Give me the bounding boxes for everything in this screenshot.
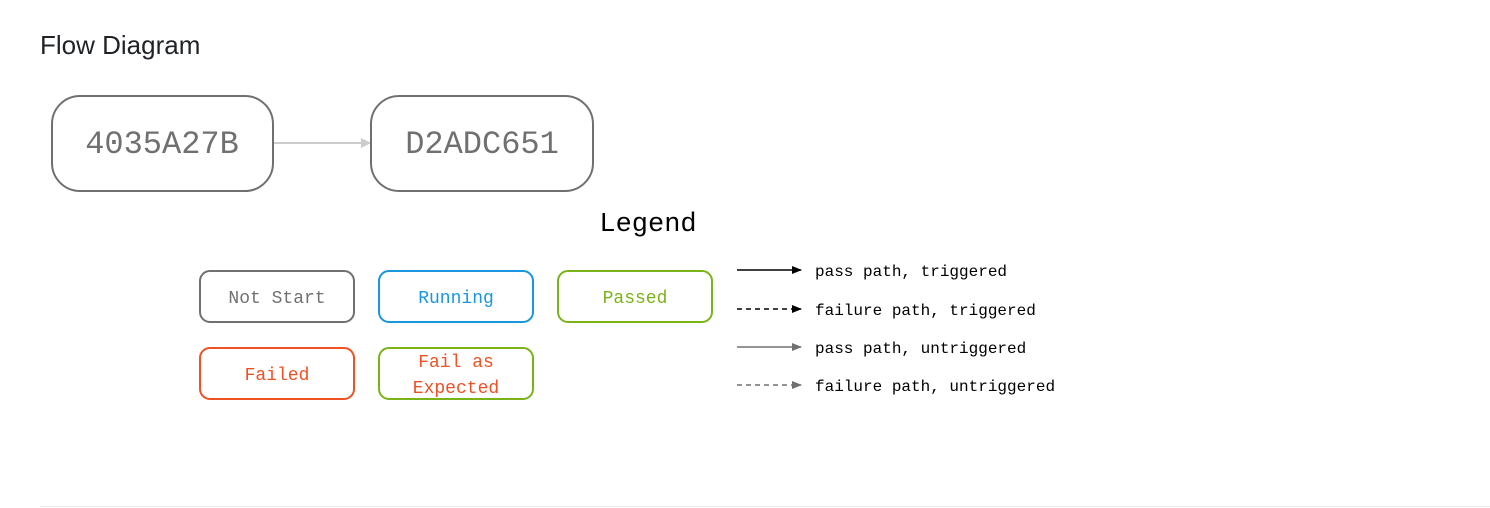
legend-path-pass-untriggered: pass path, untriggered: [737, 340, 1026, 358]
legend-status-running: Running: [378, 270, 534, 323]
legend-status-label: Failed: [245, 366, 310, 386]
legend-status-label-line2: Expected: [413, 379, 499, 399]
legend-status-not-start: Not Start: [199, 270, 355, 323]
legend-path-label: pass path, untriggered: [815, 340, 1026, 358]
legend-path-failure-untriggered: failure path, untriggered: [737, 378, 1055, 396]
flow-node-d2adc651[interactable]: D2ADC651: [370, 95, 594, 192]
legend-title: Legend: [599, 210, 696, 240]
section-divider: [40, 506, 1490, 507]
flow-node-label: 4035A27B: [85, 126, 239, 163]
legend-status-passed: Passed: [557, 270, 713, 323]
legend-path-label: pass path, triggered: [815, 263, 1007, 281]
legend-status-label: Not Start: [228, 289, 325, 309]
legend-status-failed: Failed: [199, 347, 355, 400]
legend-path-failure-triggered: failure path, triggered: [737, 302, 1036, 320]
legend-path-label: failure path, untriggered: [815, 378, 1055, 396]
legend-status-label-line1: Fail as: [418, 353, 494, 373]
flow-node-4035a27b[interactable]: 4035A27B: [51, 95, 274, 192]
legend-status-label: Running: [418, 289, 494, 309]
legend-status-fail-as-expected: Fail as Expected: [378, 347, 534, 400]
legend-path-pass-triggered: pass path, triggered: [737, 263, 1007, 281]
legend-path-label: failure path, triggered: [815, 302, 1036, 320]
flow-node-label: D2ADC651: [405, 126, 559, 163]
legend-status-label: Passed: [603, 289, 668, 309]
section-title: Flow Diagram: [40, 30, 201, 60]
